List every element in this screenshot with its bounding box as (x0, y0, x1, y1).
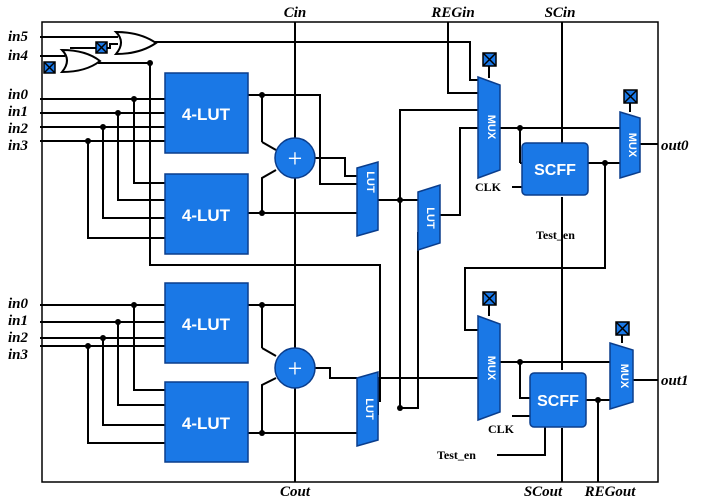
config-bit-icon (43, 61, 56, 74)
config-bit-icon (615, 321, 630, 343)
svg-text:4-LUT: 4-LUT (182, 105, 231, 124)
junction-dots (85, 60, 608, 436)
lut4-top-upper: 4-LUT (164, 72, 249, 154)
adder-icon: + (274, 137, 316, 179)
svg-text:MUX: MUX (618, 364, 630, 389)
svg-text:4-LUT: 4-LUT (182, 414, 231, 433)
scout-label: SCout (524, 484, 563, 500)
svg-text:LUT: LUT (424, 207, 436, 229)
regout-label: REGout (584, 484, 637, 500)
svg-text:SCFF: SCFF (537, 393, 579, 410)
config-bit-icon (482, 52, 497, 78)
clk-label-top: CLK (475, 180, 502, 194)
or-gate-icon (113, 30, 158, 56)
mux-bottom-output: MUX (609, 341, 634, 411)
cout-label: Cout (280, 484, 311, 500)
svg-text:+: + (288, 144, 303, 173)
regin-label: REGin (430, 5, 474, 21)
top-in2-label: in2 (8, 121, 29, 137)
in5-label: in5 (8, 29, 29, 45)
config-bit-icon (95, 41, 108, 54)
test-en-label-top: Test_en (536, 228, 575, 242)
wires (40, 22, 658, 482)
adder-icon: + (274, 347, 316, 389)
top-in3-label: in3 (8, 138, 29, 154)
top-in1-label: in1 (8, 104, 28, 120)
bottom-in2-label: in2 (8, 330, 29, 346)
config-bit-icon (482, 291, 497, 316)
lut4-bottom-lower: 4-LUT (164, 381, 249, 463)
svg-text:SCFF: SCFF (534, 162, 576, 179)
top-in0-label: in0 (8, 87, 29, 103)
fle-boundary (41, 21, 659, 483)
svg-text:LUT: LUT (364, 171, 376, 193)
svg-text:+: + (288, 354, 303, 383)
mux-top-main: MUX (477, 75, 501, 180)
clk-label-bottom: CLK (488, 422, 515, 436)
scff-bottom: SCFF (529, 372, 587, 428)
or-gate-icon (59, 48, 102, 74)
cin-label: Cin (284, 5, 307, 21)
out1-label: out1 (661, 373, 689, 389)
svg-text:LUT: LUT (363, 398, 375, 420)
mux-top-output: MUX (619, 110, 641, 180)
svg-text:MUX: MUX (626, 133, 638, 158)
lut4-bottom-upper: 4-LUT (164, 282, 249, 364)
svg-text:MUX: MUX (485, 115, 497, 140)
small-lut-top-left: LUT (356, 161, 379, 237)
bottom-in1-label: in1 (8, 313, 28, 329)
bottom-in3-label: in3 (8, 347, 29, 363)
in4-label: in4 (8, 48, 29, 64)
small-lut-bottom: LUT (356, 371, 379, 447)
scff-top: SCFF (521, 142, 589, 196)
out0-label: out0 (661, 138, 689, 154)
scin-label: SCin (545, 5, 576, 21)
svg-text:MUX: MUX (485, 356, 497, 381)
svg-text:4-LUT: 4-LUT (182, 315, 231, 334)
lut4-top-lower: 4-LUT (164, 173, 249, 255)
config-bit-icon (623, 89, 638, 112)
svg-text:4-LUT: 4-LUT (182, 206, 231, 225)
mux-bottom-main: MUX (477, 314, 501, 422)
bottom-in0-label: in0 (8, 296, 29, 312)
test-en-label-bottom: Test_en (437, 448, 476, 462)
small-lut-top-right: LUT (417, 183, 441, 252)
